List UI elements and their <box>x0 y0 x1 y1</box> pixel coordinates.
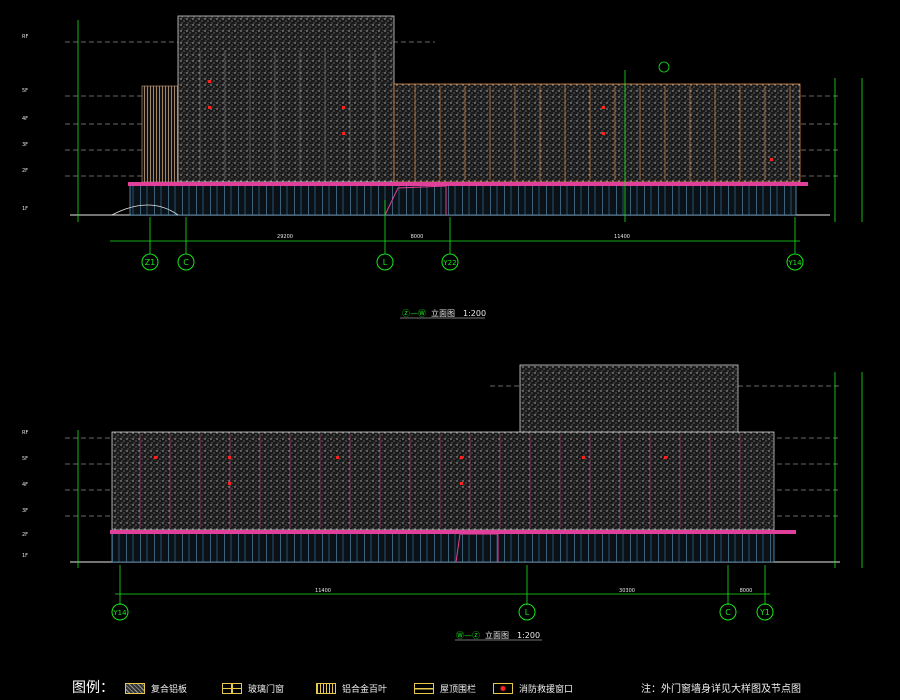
bottom-canopy-band <box>110 530 796 534</box>
bottom-level-ticks <box>77 372 863 568</box>
axis-label: Y14 <box>787 259 802 267</box>
top-ground-glazing <box>129 183 797 216</box>
bottom-floor-labels: RF 5F 4F 3F 2F 1F <box>22 430 28 559</box>
top-caption: Ⓩ—Ⓦ 立面图 1:200 <box>400 308 486 319</box>
bottom-rescue-windows <box>154 456 667 485</box>
legend-title: 图例： <box>72 680 114 696</box>
legend-item-aluminum-panel: 复合铝板 <box>125 681 187 695</box>
legend-label: 铝合金百叶 <box>342 684 388 695</box>
axis-label: C <box>725 608 731 617</box>
legend-item-glass-door-window: 玻璃门窗 <box>222 681 284 695</box>
floor-label: 4F <box>22 482 28 488</box>
dimension-text: 11400 <box>614 234 630 240</box>
bottom-main-frames <box>139 434 741 528</box>
top-right-block-frames <box>414 86 791 180</box>
top-rescue-windows <box>208 80 773 161</box>
caption-axes: Ⓩ—Ⓦ <box>402 309 426 318</box>
legend-item-rescue-window: 消防救援窗口 <box>493 681 573 695</box>
axis-label: Z1 <box>145 258 156 267</box>
caption-scale: 1:200 <box>517 631 540 640</box>
floor-label: RF <box>22 430 28 436</box>
dimension-text: 30300 <box>619 588 635 594</box>
axis-label: Y14 <box>112 609 127 617</box>
bottom-elevation <box>65 364 863 605</box>
glass-grid-swatch-icon <box>222 682 242 694</box>
bottom-ground-glazing <box>111 531 775 563</box>
railing-swatch-icon <box>414 682 434 694</box>
axis-bubble <box>141 253 159 271</box>
dimension-text: 8000 <box>411 234 424 240</box>
top-canopy-band <box>128 182 808 186</box>
dimension-text: 11400 <box>315 588 331 594</box>
legend-item-roof-railing: 屋顶围栏 <box>414 681 476 695</box>
floor-label: 2F <box>22 532 28 538</box>
bottom-entrance <box>455 533 499 563</box>
top-level-ticks <box>77 20 863 222</box>
top-axis-lines <box>110 200 800 254</box>
floor-label: 3F <box>22 142 28 148</box>
floor-label: 1F <box>22 206 28 212</box>
bottom-upper-block <box>519 364 739 434</box>
legend-label: 屋顶围栏 <box>440 684 477 695</box>
louver-swatch-icon <box>316 682 336 694</box>
top-tall-block-panels <box>177 15 395 183</box>
caption-title: 立面图 <box>485 630 509 640</box>
axis-label: C <box>183 258 189 267</box>
legend-bar: 图例： 复合铝板 玻璃门窗 铝合金百叶 屋顶围栏 消防救援窗口 注：外门窗墙身详… <box>0 674 900 700</box>
legend-label: 复合铝板 <box>151 684 188 695</box>
top-detail-index-icon <box>658 61 670 73</box>
floor-label: 2F <box>22 168 28 174</box>
axis-bubble <box>177 253 195 271</box>
top-elevation <box>65 15 863 254</box>
aluminum-panel-swatch-icon <box>125 682 145 694</box>
axis-bubble <box>441 253 459 271</box>
axis-bubble <box>756 603 774 621</box>
rescue-window-swatch-icon <box>493 682 513 694</box>
top-louver-strip <box>141 85 179 183</box>
legend-item-louver: 铝合金百叶 <box>316 681 387 695</box>
axis-bubble <box>111 603 129 621</box>
floor-label: RF <box>22 34 28 40</box>
bottom-main-block <box>111 431 775 531</box>
legend-note: 注：外门窗墙身详见大样图及节点图 <box>641 684 801 695</box>
floor-label: 5F <box>22 456 28 462</box>
legend-label: 玻璃门窗 <box>248 684 285 695</box>
caption-axes: Ⓦ—Ⓩ <box>456 631 480 640</box>
floor-label: 1F <box>22 553 28 559</box>
axis-bubble <box>719 603 737 621</box>
top-entrance <box>384 185 447 216</box>
top-floor-labels: RF 5F 4F 3F 2F 1F <box>22 34 28 212</box>
top-tall-block-mullions <box>199 50 376 180</box>
axis-label: L <box>525 608 530 617</box>
dimension-text: 8000 <box>740 588 753 594</box>
axis-label: L <box>383 258 388 267</box>
bottom-axis-lines <box>115 565 770 605</box>
top-axis-bubbles: Z1 C L Y22 Y14 29200 8000 11400 <box>141 234 804 271</box>
axis-bubble <box>786 253 804 271</box>
legend-label: 消防救援窗口 <box>519 684 574 695</box>
floor-label: 3F <box>22 508 28 514</box>
bottom-axis-bubbles: Y14 L C Y1 11400 30300 8000 <box>111 588 774 621</box>
top-stair <box>111 204 179 216</box>
top-right-block <box>393 83 801 183</box>
axis-label: Y1 <box>759 608 770 617</box>
axis-bubble <box>376 253 394 271</box>
dimension-text: 29200 <box>277 234 293 240</box>
axis-label: Y22 <box>442 259 456 267</box>
bottom-caption: Ⓦ—Ⓩ 立面图 1:200 <box>455 630 542 641</box>
caption-scale: 1:200 <box>463 309 486 318</box>
caption-title: 立面图 <box>431 308 455 318</box>
floor-label: 4F <box>22 116 28 122</box>
floor-label: 5F <box>22 88 28 94</box>
axis-bubble <box>518 603 536 621</box>
